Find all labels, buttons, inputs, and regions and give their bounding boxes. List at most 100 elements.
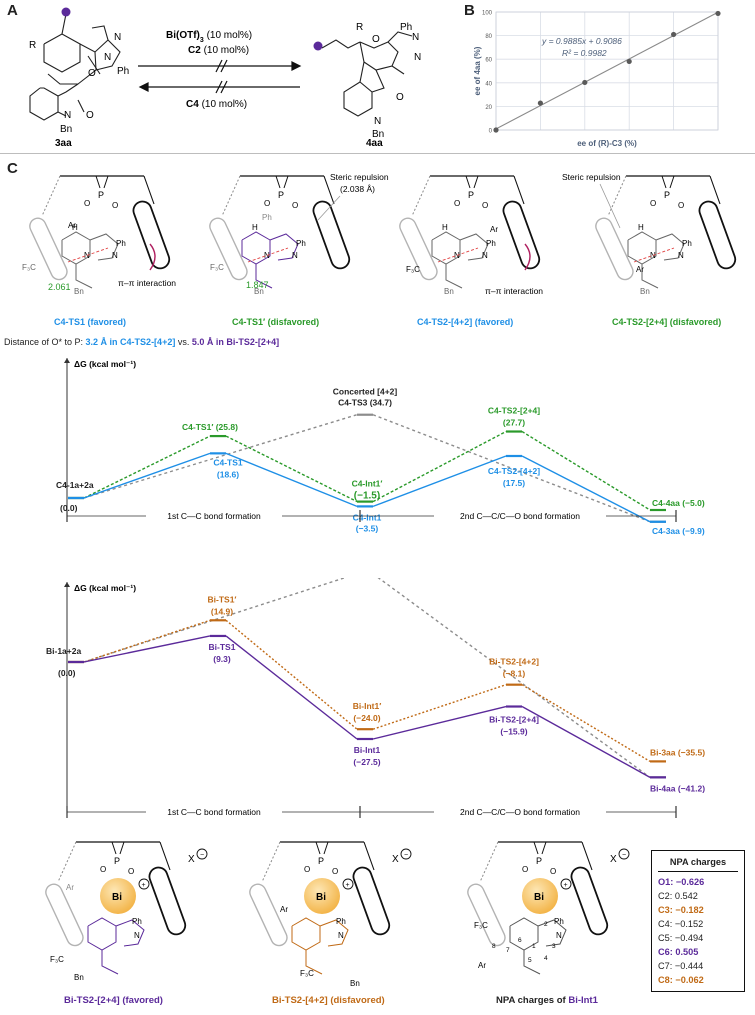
stage-1-label: 1st C—C bond formation xyxy=(167,807,261,817)
int1-label: C4-Int1 xyxy=(353,512,382,522)
svg-text:F₃C: F₃C xyxy=(300,969,314,978)
svg-text:O: O xyxy=(454,199,460,208)
npa-row: C7: −0.444 xyxy=(658,961,704,971)
svg-text:H: H xyxy=(442,223,448,232)
caption-c4-ts1: C4-TS1 (favored) xyxy=(54,317,127,327)
svg-text:F₃C: F₃C xyxy=(406,265,420,274)
chart-point xyxy=(715,10,721,17)
product-label: 4aa xyxy=(366,138,383,149)
distance-note: Distance of O* to P: 3.2 Å in C4-TS2-[4+… xyxy=(4,337,279,347)
chart-point xyxy=(671,31,677,38)
svg-text:−: − xyxy=(622,852,626,859)
plus-icon xyxy=(138,878,150,890)
svg-text:O: O xyxy=(304,865,310,874)
reactant-O2: O xyxy=(86,110,94,121)
caption-c4-ts2-24: C4-TS2-[2+4] (disfavored) xyxy=(612,317,722,327)
bi-label: Bi xyxy=(112,892,122,903)
ts1p-value: (14.9) xyxy=(211,606,233,616)
npa-row: C6: 0.505 xyxy=(658,947,699,957)
blue-path xyxy=(372,455,507,508)
svg-text:Bn: Bn xyxy=(640,287,650,296)
caption-bi-ts2-24: Bi-TS2-[2+4] (favored) xyxy=(64,995,163,1006)
npa-row: O1: −0.626 xyxy=(658,877,705,887)
blue-path xyxy=(521,455,651,523)
concerted-path xyxy=(372,414,651,523)
chart-frame xyxy=(495,11,719,131)
reactant-N1: N xyxy=(114,32,121,43)
ts1-label: Bi-TS1 xyxy=(209,642,236,652)
svg-text:π–π interaction: π–π interaction xyxy=(118,278,176,288)
npa-row: C5: −0.494 xyxy=(658,933,704,943)
product-N2: N xyxy=(414,52,421,63)
p3aa-label: Bi-3aa (−35.5) xyxy=(650,747,705,757)
reactant-3aa-structure xyxy=(29,7,121,121)
ts1p-label: C4-TS1′ (25.8) xyxy=(182,422,238,432)
panel-c-letter: C xyxy=(7,160,18,177)
ts1p-label: Bi-TS1′ xyxy=(208,594,237,604)
product-O: O xyxy=(372,34,380,45)
svg-text:N: N xyxy=(482,251,488,260)
concerted-title: Concerted [4+2] xyxy=(333,387,398,397)
minus-icon xyxy=(400,848,412,860)
svg-text:Ar: Ar xyxy=(636,265,644,274)
substrate-4 xyxy=(627,231,685,289)
svg-text:1.847: 1.847 xyxy=(246,280,269,290)
ts2-24-value: (−15.9) xyxy=(500,727,527,737)
atom-number-5: 5 xyxy=(528,957,532,964)
int1-label: Bi-Int1 xyxy=(354,745,381,755)
chart-ytick-label: 80 xyxy=(485,34,492,40)
svg-text:O: O xyxy=(550,867,556,876)
svg-text:P: P xyxy=(98,190,104,200)
caption-bi-ts2-42: Bi-TS2-[4+2] (disfavored) xyxy=(272,995,385,1006)
caption-npa-prefix: NPA charges of xyxy=(496,995,569,1006)
chart-fit-line xyxy=(495,11,719,130)
ts2-24-label: C4-TS2-[2+4] xyxy=(488,406,540,416)
product-4aa-structure xyxy=(313,31,413,117)
bi-substrate-3 xyxy=(509,917,567,975)
reactant-R: R xyxy=(29,40,36,51)
green-path xyxy=(521,430,651,511)
product-Ph: Ph xyxy=(400,22,412,33)
chart-point xyxy=(582,79,588,86)
svg-text:Bn: Bn xyxy=(444,287,454,296)
int1-value: (−3.5) xyxy=(356,523,379,533)
stage-2-label: 2nd C—C/C—O bond formation xyxy=(460,807,580,817)
start-value: (0.0) xyxy=(58,668,76,678)
chart-point xyxy=(493,127,499,133)
counterion-label: X xyxy=(392,854,399,865)
svg-text:H: H xyxy=(72,223,78,232)
svg-text:Ph: Ph xyxy=(132,917,142,926)
npa-title: NPA charges xyxy=(658,855,738,872)
svg-text:P: P xyxy=(664,190,670,200)
purple-path xyxy=(83,635,211,663)
svg-text:N: N xyxy=(338,931,344,940)
chart-ytick-label: 0 xyxy=(489,129,493,135)
minus-icon xyxy=(196,848,208,860)
chart-ytick-label: 20 xyxy=(485,105,492,111)
chart-xlabel: ee of (R)-C3 (%) xyxy=(577,139,637,148)
chart-point xyxy=(626,58,632,65)
substrate-3 xyxy=(431,231,489,289)
atom-number-3: 3 xyxy=(552,943,556,950)
reverse-catalyst: C4 (10 mol%) xyxy=(186,99,247,110)
atom-number-8: 8 xyxy=(492,943,496,950)
svg-text:O: O xyxy=(84,199,90,208)
green-path xyxy=(225,435,358,503)
bi-energy-profile: ΔG (kcal mol⁻¹)Concerted [2+4]Bi-TS3 (31… xyxy=(46,578,705,819)
svg-text:O: O xyxy=(112,201,118,210)
svg-text:O: O xyxy=(332,867,338,876)
axis-label: ΔG (kcal mol⁻¹) xyxy=(74,359,136,369)
ts1-value: (18.6) xyxy=(217,469,239,479)
caption-c4-ts2-42: C4-TS2-[4+2] (favored) xyxy=(417,317,514,327)
svg-text:F₃C: F₃C xyxy=(50,955,64,964)
svg-text:−: − xyxy=(200,852,204,859)
start-label: Bi-1a+2a xyxy=(46,646,81,656)
atom-number-2: 2 xyxy=(544,921,548,928)
